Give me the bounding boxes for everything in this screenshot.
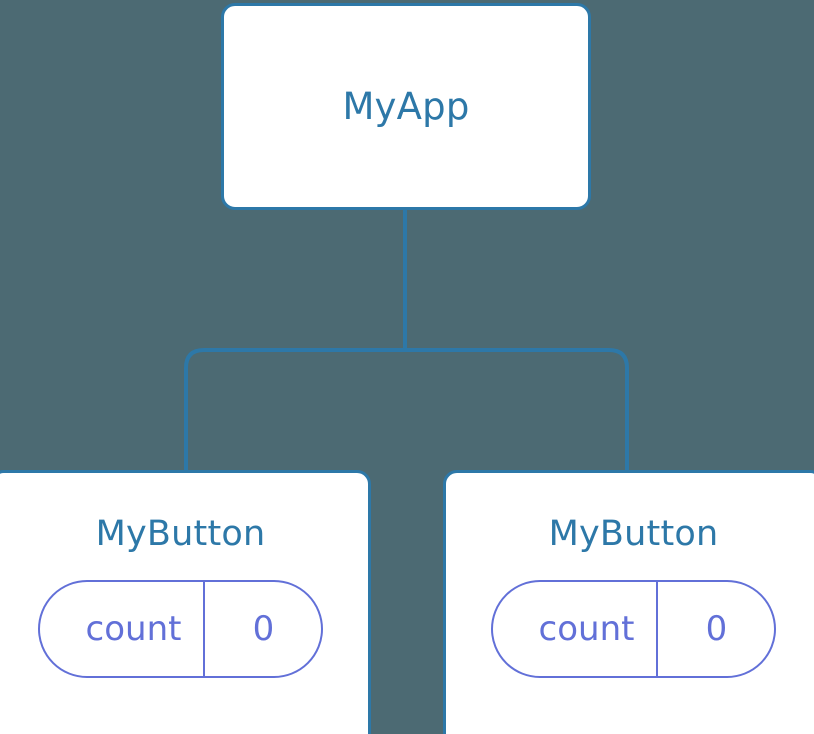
- node-mybutton-1-title: MyButton: [95, 514, 266, 554]
- node-mybutton-1[interactable]: MyButton count 0: [0, 470, 371, 734]
- node-myapp-title: MyApp: [342, 85, 470, 128]
- connector-branch-bus: [184, 348, 629, 472]
- state-pill-count-1-key: count: [85, 609, 182, 649]
- state-pill-count-1[interactable]: count 0: [37, 580, 324, 678]
- state-pill-count-2-value: 0: [656, 582, 774, 676]
- state-pill-count-2[interactable]: count 0: [490, 580, 777, 678]
- node-mybutton-2[interactable]: MyButton count 0: [443, 470, 814, 734]
- node-mybutton-2-title: MyButton: [548, 514, 719, 554]
- state-pill-count-1-value: 0: [203, 582, 321, 676]
- state-pill-count-2-key: count: [538, 609, 635, 649]
- node-myapp[interactable]: MyApp: [221, 3, 591, 210]
